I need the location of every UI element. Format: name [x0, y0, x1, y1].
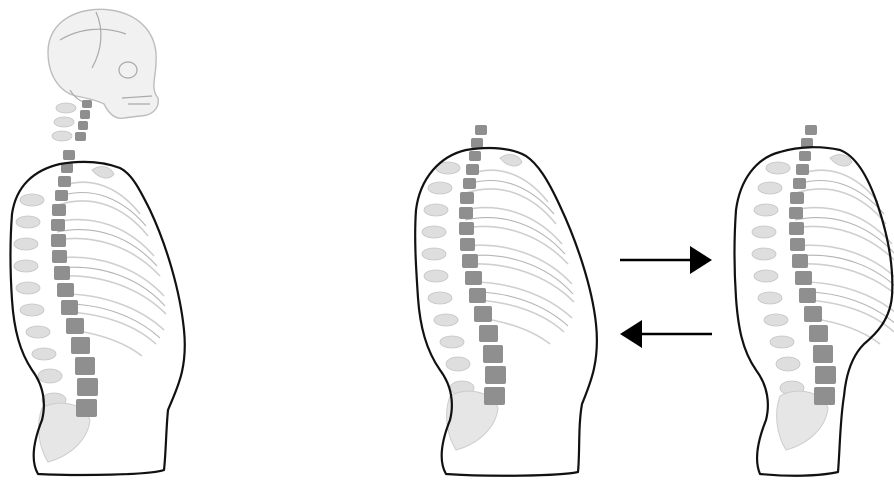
arrow-left-icon — [620, 320, 712, 348]
skull — [48, 9, 158, 118]
arrow-right-icon — [620, 246, 712, 274]
cervical-spine — [52, 100, 92, 141]
panel-full-skeleton — [11, 9, 185, 475]
torso-outline-middle — [415, 148, 597, 476]
torso-skeleton-right — [752, 125, 894, 450]
panel-torso-right — [735, 125, 894, 476]
panel-torso-middle — [415, 125, 597, 476]
torso-skeleton-middle — [422, 125, 574, 450]
torso-outline-left — [11, 162, 185, 475]
